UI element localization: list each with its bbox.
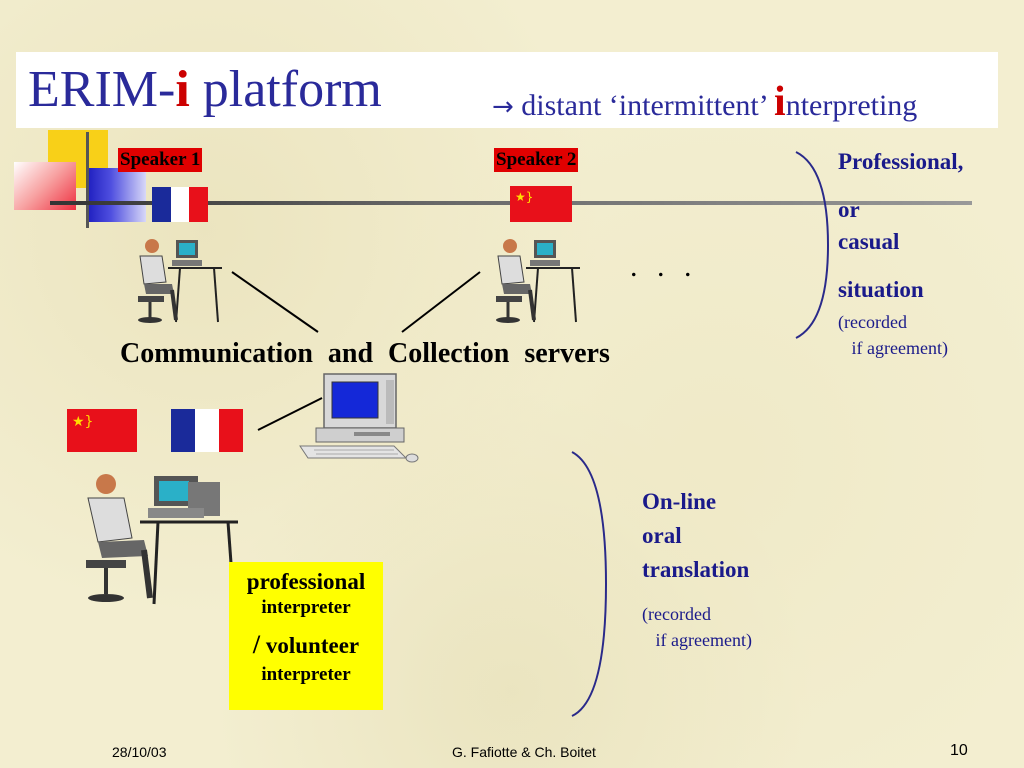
french-flag-icon: [171, 409, 243, 452]
translation-line-1: On-line: [642, 489, 717, 514]
footer-date: 28/10/03: [112, 744, 167, 760]
svg-text:★}: ★}: [515, 190, 533, 204]
server-computer-icon: [299, 373, 419, 463]
servers-label: Communication and Collection servers: [120, 338, 610, 369]
chinese-flag-icon: ★}: [67, 409, 137, 452]
situation-note: (recorded if agreement): [838, 312, 948, 358]
chinese-flag-icon: ★}: [510, 186, 572, 222]
interpreter-person-icon: [86, 474, 238, 605]
more-speakers-ellipsis: . . .: [630, 250, 698, 283]
slide-title: ERIM-i platform: [28, 61, 382, 118]
situation-line-1: Professional,: [838, 149, 964, 174]
translation-line-2: oral: [642, 523, 682, 548]
french-flag-icon: [152, 187, 208, 222]
decor-blue-square: [88, 168, 146, 222]
interpreter-line-3: / volunteer: [252, 630, 360, 659]
title-bar: [16, 52, 998, 128]
situation-line-4: situation: [838, 277, 924, 302]
page-number: 10: [950, 742, 968, 759]
arrow-right-icon: →: [492, 92, 514, 122]
speaker-1-label: Speaker 1: [118, 148, 203, 172]
speaker-2-label: Speaker 2: [494, 148, 579, 172]
decor-vertical-line: [86, 132, 89, 228]
translation-line-3: translation: [642, 557, 750, 582]
footer-authors: G. Fafiotte & Ch. Boitet: [452, 744, 596, 760]
svg-text:★}: ★}: [72, 414, 93, 430]
interpreter-line-4: interpreter: [261, 664, 351, 685]
situation-line-2: or: [838, 197, 860, 222]
slide-subtitle: → distant ‘intermittent’ interpreting: [492, 79, 918, 125]
situation-line-3: casual: [838, 229, 900, 254]
interpreter-line-1: professional: [246, 569, 366, 594]
interpreter-label-box: professional interpreter / volunteer int…: [229, 562, 383, 710]
translation-note: (recorded if agreement): [642, 604, 752, 650]
speaker-1-person-icon: [138, 239, 222, 323]
interpreter-line-2: interpreter: [261, 597, 351, 618]
speaker-2-person-icon: [496, 239, 580, 323]
